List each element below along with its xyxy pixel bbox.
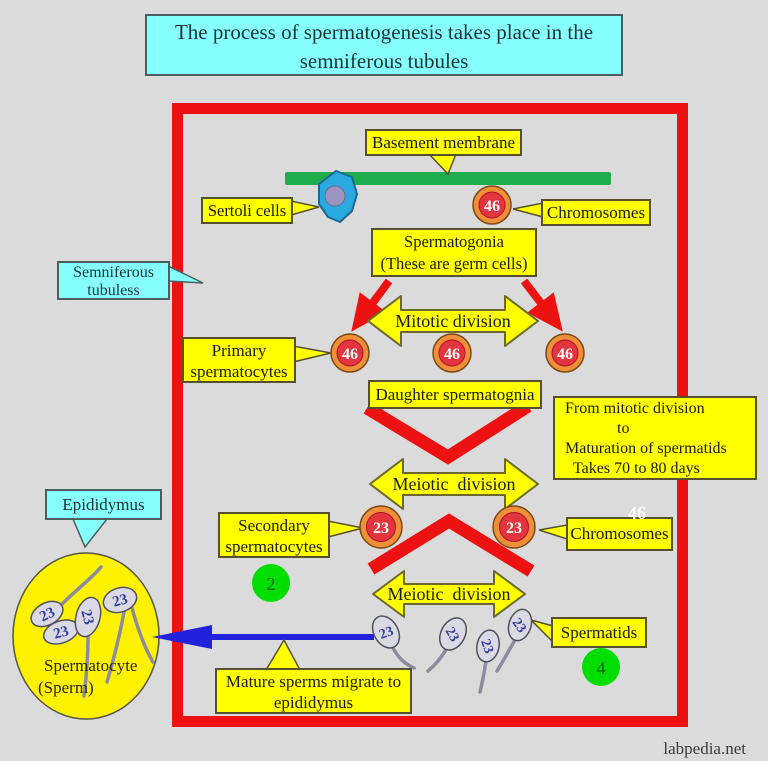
- spermatocyte-line-2: (Sperm): [38, 678, 94, 697]
- spermatid-count: 23: [377, 624, 395, 643]
- ghost-chromosome-count: 46: [628, 503, 646, 523]
- duration-line-2: to: [617, 420, 630, 437]
- spermatogonia-line-1: Spermatogonia: [404, 232, 504, 251]
- division-chevron-down: [363, 400, 532, 465]
- chromosome-count-top: 46: [484, 198, 500, 215]
- primary-line-2: spermatocytes: [190, 362, 288, 381]
- duration-line-4: Takes 70 to 80 days: [573, 460, 700, 477]
- mature-callout-pointer: [264, 638, 302, 671]
- cell-count-badges: 2 4: [252, 564, 620, 686]
- migration-arrow: [152, 625, 374, 649]
- duration-note: From mitotic division to Maturation of s…: [553, 396, 757, 480]
- mitosis-arrow-right: [520, 278, 563, 332]
- epididymis-sperm-heads: [30, 586, 138, 645]
- mitotic-division-caption: Mitotic division: [395, 311, 511, 331]
- meiotic-division-arrow-2: [372, 570, 526, 618]
- mature-line-1: Mature sperms migrate to: [225, 672, 402, 691]
- spermatid-count: 23: [442, 625, 462, 645]
- primary-callout-pointer: [292, 345, 332, 363]
- secondary-callout-pointer: [327, 520, 364, 538]
- meiotic-division-caption-1: Meiotic division: [392, 474, 516, 494]
- primary-spermatocyte-count: 46: [444, 346, 460, 363]
- basement-membrane-bar: [285, 172, 611, 185]
- semniferous-tubules-label: Semniferous tubuless: [57, 261, 170, 300]
- mature-line-2: epididymus: [273, 693, 354, 712]
- basement-membrane-label: Basement membrane: [365, 129, 522, 156]
- semniferous-line-2: tubuless: [87, 282, 140, 299]
- sertoli-cell-shape: [318, 170, 358, 223]
- title-line-2: semniferous tubules: [299, 49, 469, 73]
- basement-callout-pointer: [427, 153, 458, 176]
- chromosomes-top-label: Chromosomes: [541, 199, 651, 226]
- meiotic-division-caption-2: Meiotic division: [387, 584, 511, 604]
- chromosomes-mid-callout-pointer: [538, 524, 568, 541]
- epididymis-sperm-count: 23: [77, 608, 96, 627]
- spermatids-group: 23 23 23 23: [371, 608, 533, 694]
- primary-spermatocytes-label: Primary spermatocytes: [182, 337, 296, 383]
- spermatocyte-line-1: Spermatocyte: [44, 656, 138, 675]
- watermark: labpedia.net: [663, 739, 746, 758]
- chromosome-cells: 46 46 46 46 23: [330, 185, 585, 549]
- mature-sperms-label: Mature sperms migrate to epididymus: [215, 668, 412, 714]
- epididymis-sperm-count: 23: [111, 591, 130, 610]
- diagram-title: The process of spermatogenesis takes pla…: [145, 14, 623, 76]
- spermatogonia-line-2: (These are germ cells): [380, 254, 528, 273]
- spermatocyte-sperm-label: Spermatocyte (Sperm): [38, 655, 152, 699]
- semniferous-callout-pointer: [167, 264, 204, 284]
- spermatids-callout-pointer: [528, 618, 554, 644]
- duration-line-3: Maturation of spermatids: [565, 440, 727, 457]
- epididymis-sperm-tails: [58, 565, 155, 698]
- semniferous-line-1: Semniferous: [73, 264, 154, 281]
- daughter-spermatogonia-label: Daughter spermatognia: [368, 380, 542, 409]
- secondary-line-2: spermatocytes: [225, 537, 323, 556]
- secondary-line-1: Secondary: [238, 516, 310, 535]
- spermatid-count: 23: [477, 637, 496, 655]
- primary-line-1: Primary: [211, 341, 267, 360]
- primary-spermatocyte-count: 46: [557, 346, 573, 363]
- division-chevron-up: [367, 513, 535, 577]
- primary-spermatocyte-count: 46: [342, 346, 358, 363]
- secondary-cell-count: 2: [267, 574, 276, 594]
- title-line-1: The process of spermatogenesis takes pla…: [174, 20, 594, 44]
- duration-line-1: From mitotic division: [565, 400, 705, 417]
- meiotic-division-arrow-1: [369, 458, 539, 510]
- epididymus-callout-pointer: [71, 518, 109, 549]
- secondary-spermatocyte-count: 23: [506, 520, 522, 537]
- mitotic-division-arrow: [367, 295, 539, 347]
- secondary-spermatocytes-label: Secondary spermatocytes: [218, 512, 330, 558]
- epididymis-circle: 23 23 23 23: [12, 552, 160, 720]
- sertoli-callout-pointer: [290, 200, 320, 216]
- chromosomes-mid-label: Chromosomes: [566, 517, 673, 551]
- spermatogonia-label: Spermatogonia (These are germ cells): [371, 228, 537, 277]
- sertoli-cells-label: Sertoli cells: [201, 197, 293, 224]
- secondary-spermatocyte-count: 23: [373, 520, 389, 537]
- chromosomes-top-callout-pointer: [512, 202, 544, 218]
- mitosis-arrow-left: [351, 278, 393, 332]
- epididymis-sperm-count: 23: [52, 623, 71, 642]
- epididymus-label: Epididymus: [45, 489, 162, 520]
- spermatids-label: Spermatids: [551, 617, 647, 648]
- epididymis-sperm-count: 23: [37, 604, 57, 625]
- spermatid-cell-count: 4: [597, 658, 606, 678]
